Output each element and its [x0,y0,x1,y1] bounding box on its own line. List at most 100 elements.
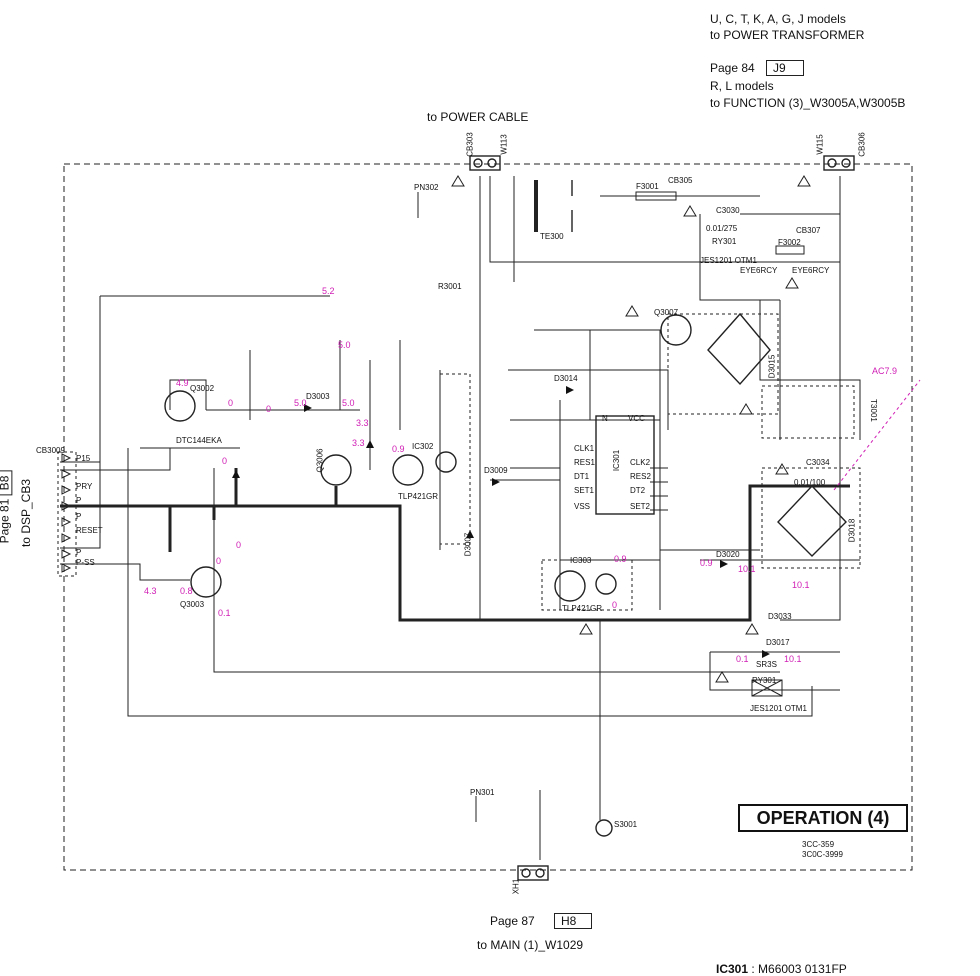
c3030-val: 0.01/275 [706,224,738,233]
warning-icon [797,175,811,187]
wire [60,296,101,549]
d3018-label: D3018 [847,518,857,543]
jes-bot-label: JES1201 OTM1 [750,704,807,713]
wire [780,540,841,621]
warning-icon [451,175,465,187]
w315-label: W115 [815,134,825,155]
voltage: 0 [216,556,222,566]
led1-symbol [435,451,457,473]
bridge-box [667,313,779,415]
pin-label: P [76,512,82,521]
warning-icon [785,277,799,289]
ic-pin: DT2 [630,486,646,495]
warning-icon [775,463,789,475]
relay-x2 [751,679,783,697]
eye2-label: EYE6RCY [792,266,830,275]
voltage: 0 [228,398,234,408]
voltage: 5.0 [342,398,355,408]
cb306-shape [823,155,855,171]
wire [60,448,171,471]
ic-pin: DT1 [574,472,590,481]
wire [489,176,841,263]
voltage: 3.3 [352,438,365,448]
eye1-label: EYE6RCY [740,266,778,275]
ic302-symbol [392,454,424,486]
voltage: 5.0 [294,398,307,408]
te300-label: TE300 [540,232,564,241]
voltage: 0 [236,540,242,550]
warning-icon [683,205,697,217]
footer-ic-name: IC301 [716,962,749,976]
wire [60,563,190,581]
warning-icon [579,623,593,635]
ry301-bot-label: RY301 [752,676,777,685]
voltage: 3.3 [356,418,369,428]
voltage: 0 [612,600,618,610]
wire [699,214,780,301]
t3001-label: T3001 [868,399,878,422]
s3001-symbol [595,819,613,837]
pn301-label: PN301 [470,788,495,797]
ic-pin: VCC [628,414,645,423]
voltage: 10.1 [784,654,802,664]
bottom-ref-page: Page 87 [490,914,535,928]
ic303-label: IC303 [570,556,592,565]
voltage: 10.1 [738,564,756,574]
cb307-label: CB307 [796,226,821,235]
diode-d3008 [366,440,374,448]
c3030-label: C3030 [716,206,740,215]
s3001-label: S3001 [614,820,638,829]
diode-d3010 [232,470,240,478]
header-page-ref-box: J9 [766,60,804,76]
wire [213,468,780,673]
voltage: 0.1 [218,608,231,618]
diode-d3007 [466,530,474,538]
led2-symbol [595,573,617,595]
fuse-f3002 [775,245,805,255]
voltage: 0 [222,456,228,466]
q3006-label: Q3006 [315,448,325,473]
ic-pin: RES1 [574,458,595,467]
pin-label: PRY [76,482,93,491]
diode-d3014 [566,386,574,394]
power-cable-label: to POWER CABLE [427,110,529,124]
footer-ic-desc: : M66003 0131FP [751,962,847,976]
header-line4: to FUNCTION (3)_W3005A,W3005B [710,96,906,110]
voltage: 10.1 [792,580,810,590]
ic-pin: VSS [574,502,591,511]
jes-top-label: JES1201 OTM1 [700,256,757,265]
q3003-symbol [190,566,222,598]
opto-box [439,373,471,545]
ac-line [833,379,921,491]
sr-label: SR3S [756,660,777,669]
d3017-label: D3017 [766,638,790,647]
r3001-label: R3001 [438,282,462,291]
wire [127,448,813,717]
ic-pin: SET1 [574,486,595,495]
voltage: 0.9 [392,444,405,454]
ry301-top-label: RY301 [712,237,737,246]
tlp2-label: TLP421GR [562,604,603,613]
q3007-symbol [660,314,692,346]
pin-label: P15 [76,454,91,463]
xh1-label: XH1 [511,878,521,895]
header-line1: U, C, T, K, A, G, J models [710,12,846,26]
header-page-ref: Page 84 [710,61,755,75]
q3006-symbol [320,454,352,486]
ac-label: AC7.9 [872,366,898,376]
diode-d3020 [720,560,728,568]
cb303-label: CB303 [465,132,475,157]
voltage: 0.9 [700,558,713,568]
ic-pin: RES2 [630,472,651,481]
bridge2-box [761,467,861,569]
pin-label: P-SS [76,558,95,567]
c3034-val: 0.01/100 [794,478,826,487]
d3018-diamond [777,484,847,557]
footer-ic: IC301 : M66003 0131FP [716,962,847,976]
code-ref-2: 3C0C-3999 [802,850,843,859]
ic303-symbol [554,570,586,602]
bottom-ref-box: H8 [554,913,592,929]
opto2-box [541,559,633,611]
diode-d3003 [304,404,312,412]
d3015-label: D3015 [767,354,777,379]
